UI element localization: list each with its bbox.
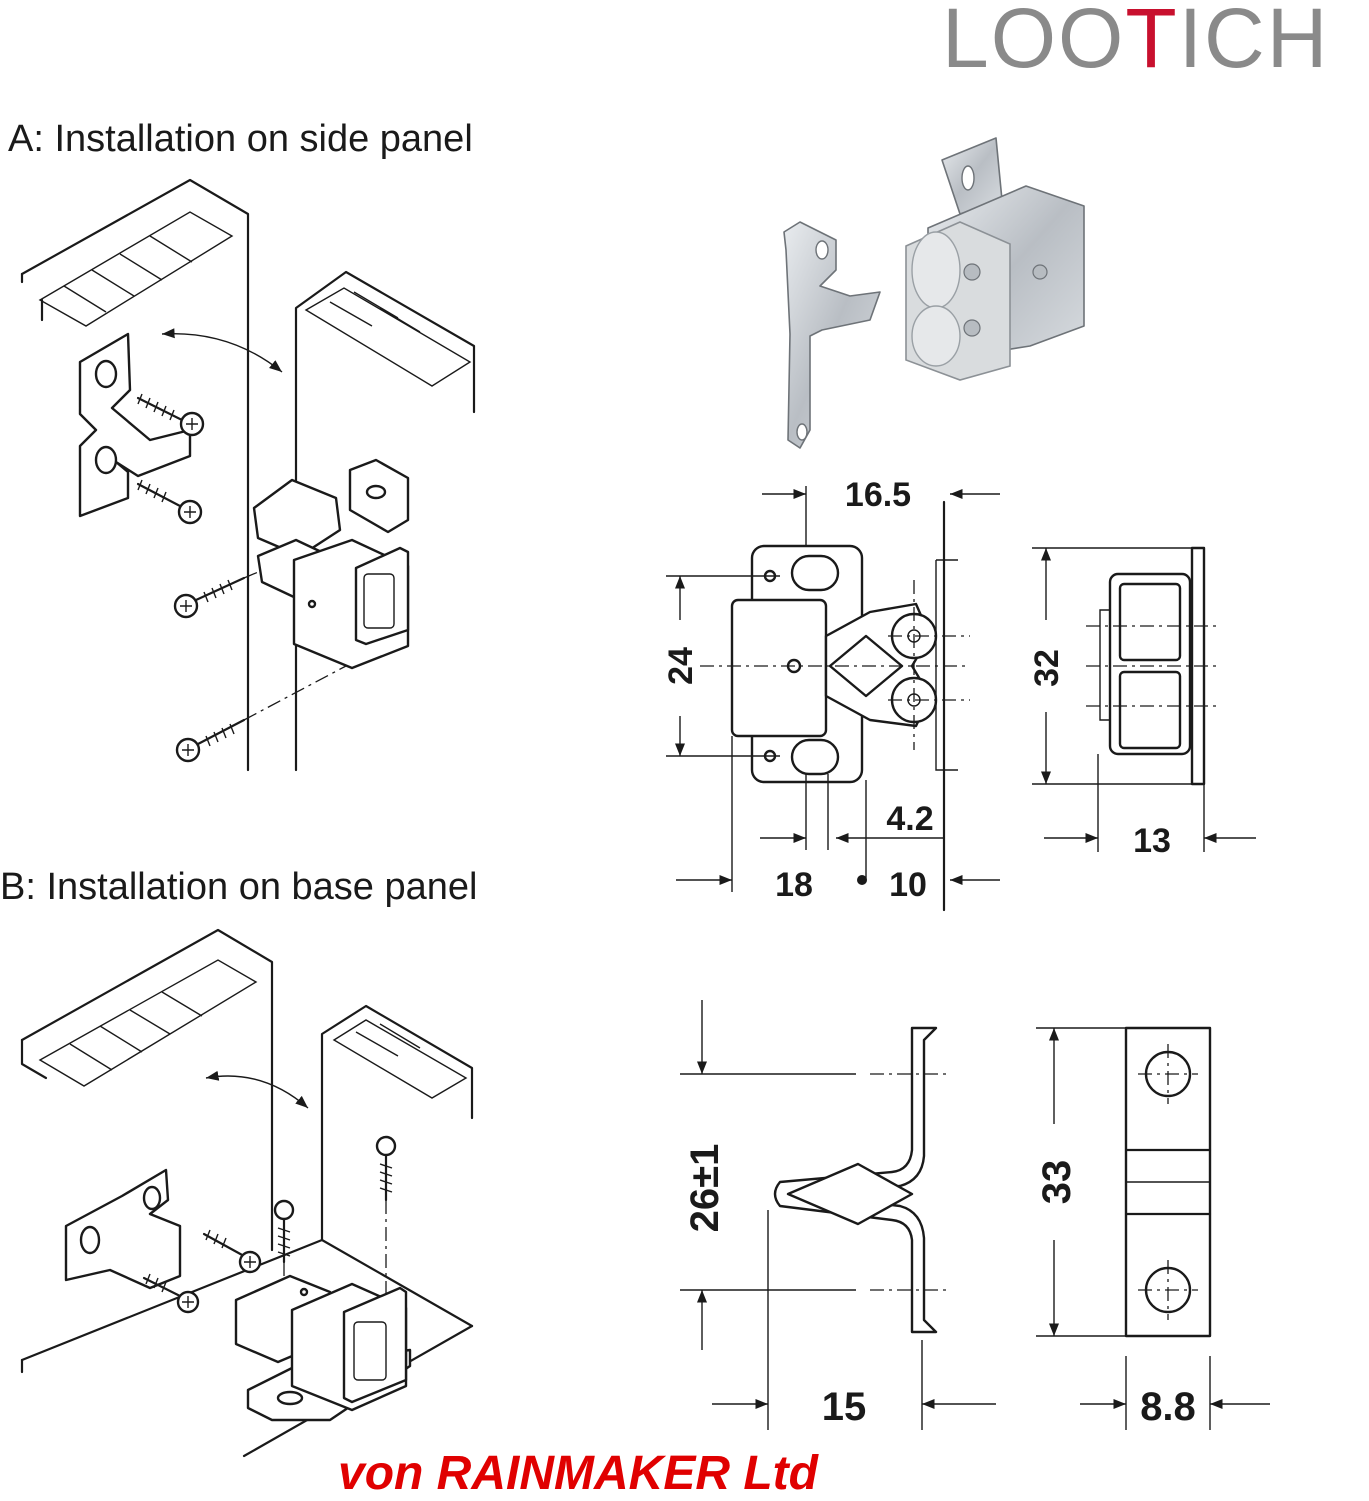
- screw-icon: [142, 1273, 200, 1314]
- roller-catch-b: [234, 1274, 412, 1422]
- roller-catch-a: [252, 458, 410, 670]
- dimension-drawing-catch: 16.5 24 4.2: [662, 476, 1000, 912]
- caption-side-panel: A: Installation on side panel: [8, 118, 473, 160]
- brand-logo: LOOTICH: [942, 0, 1329, 80]
- screw-icon: [136, 479, 203, 525]
- screw-icon: [375, 1135, 397, 1332]
- dim-catch-height: 32: [1028, 649, 1066, 687]
- side-view-catch: 32 13: [1028, 546, 1256, 860]
- screw-icon: [175, 665, 347, 763]
- screw-icon: [202, 1229, 262, 1274]
- dimension-drawing-strike: 26±1 15: [680, 1000, 996, 1430]
- dimension-drawing-plate: 33 8.8: [1035, 1026, 1270, 1430]
- dim-roller-depth: 10: [889, 866, 927, 904]
- illustration-base-panel: [20, 928, 474, 1458]
- dim-latch-width: 16.5: [845, 476, 911, 514]
- footer-vendor: von RAINMAKER Ltd: [338, 1447, 818, 1500]
- dim-strike-height: 26±1: [683, 1144, 727, 1233]
- swing-arrow-a: [161, 328, 283, 373]
- photo-strike-plate: [783, 221, 881, 449]
- screw-icon: [273, 1199, 295, 1300]
- dim-plate-width: 8.8: [1140, 1385, 1196, 1429]
- strike-plate-a: [78, 332, 192, 518]
- base-panel-front: [320, 1004, 474, 1242]
- dim-catch-depth: 13: [1133, 822, 1171, 860]
- dim-latch-height: 24: [662, 647, 700, 685]
- brand-logo-highlight: T: [1125, 0, 1179, 85]
- side-panel-back: [20, 178, 250, 772]
- brand-logo-suffix: ICH: [1178, 0, 1330, 85]
- photo-roller-catch: [905, 137, 1085, 381]
- dim-offset: 4.2: [886, 800, 933, 838]
- caption-base-panel: B: Installation on base panel: [0, 866, 478, 908]
- dim-plate-height: 33: [1035, 1160, 1079, 1205]
- illustration-side-panel: [20, 178, 476, 772]
- dim-base-width: 18: [775, 866, 813, 904]
- swing-arrow-b: [205, 1070, 309, 1109]
- strike-plate-b: [64, 1168, 182, 1290]
- dim-strike-width: 15: [822, 1385, 867, 1429]
- screw-icon: [136, 393, 205, 437]
- side-panel-front: [294, 270, 476, 772]
- brand-logo-prefix: LOO: [942, 0, 1126, 85]
- product-photo: [783, 137, 1085, 449]
